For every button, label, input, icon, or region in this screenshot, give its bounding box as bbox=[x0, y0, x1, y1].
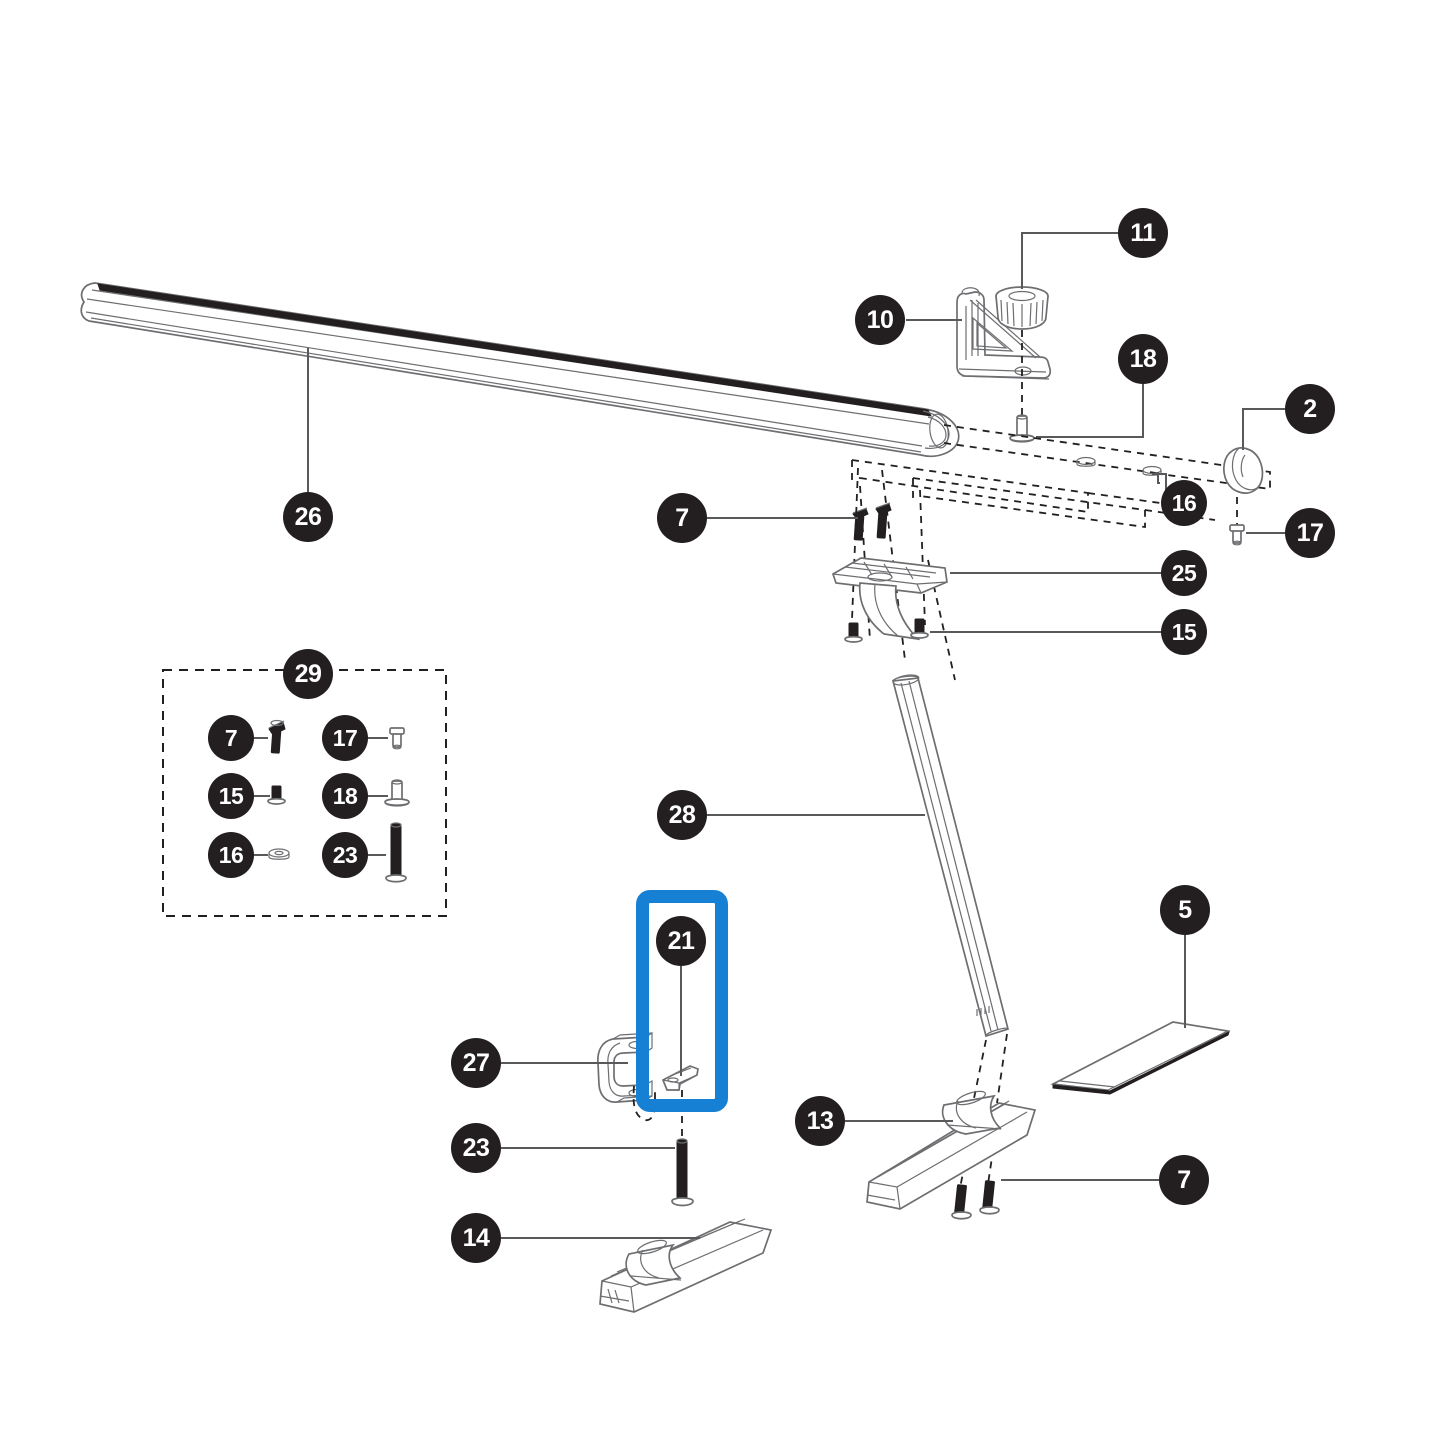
bolts-7-bottom-part bbox=[951, 1180, 1000, 1220]
callout-label: 18 bbox=[1129, 344, 1157, 373]
kit-stud-15-icon bbox=[267, 785, 286, 805]
knob-11-part bbox=[995, 286, 1049, 330]
callout-badge-7-c7k[interactable]: 7 bbox=[208, 715, 254, 761]
callout-badge-27-c27[interactable]: 27 bbox=[451, 1038, 501, 1088]
callout-label: 21 bbox=[667, 926, 695, 955]
callout-badge-29-c29[interactable]: 29 bbox=[283, 649, 333, 699]
base-rail-13-part bbox=[866, 1090, 1037, 1210]
kit-washer-16-icon bbox=[268, 848, 290, 860]
shim-strip-5-part bbox=[1050, 1021, 1231, 1095]
leader-16b bbox=[1152, 473, 1167, 490]
callout-badge-21-c21[interactable]: 21 bbox=[656, 916, 706, 966]
callout-label: 17 bbox=[1296, 518, 1324, 547]
callout-label: 15 bbox=[218, 782, 244, 809]
callout-label: 15 bbox=[1171, 618, 1197, 645]
callout-label: 28 bbox=[668, 800, 696, 829]
callout-label: 17 bbox=[332, 724, 358, 751]
callout-badge-16-c16k[interactable]: 16 bbox=[208, 832, 254, 878]
leader-18 bbox=[1036, 384, 1144, 438]
callout-badge-11-c11[interactable]: 11 bbox=[1118, 208, 1168, 258]
stud-15-a bbox=[844, 622, 863, 643]
callout-badge-18-c18[interactable]: 18 bbox=[1118, 334, 1168, 384]
callout-label: 7 bbox=[1177, 1165, 1191, 1194]
callout-badge-14-c14[interactable]: 14 bbox=[451, 1213, 501, 1263]
hardware-kit-box-29 bbox=[162, 669, 447, 917]
callout-label: 27 bbox=[462, 1048, 490, 1077]
callout-label: 14 bbox=[462, 1223, 490, 1252]
callout-badge-15-c15k[interactable]: 15 bbox=[208, 773, 254, 819]
axis-leg-base bbox=[959, 1033, 1008, 1189]
long-bolt-23-part bbox=[671, 1138, 694, 1207]
callout-label: 5 bbox=[1178, 895, 1192, 924]
stud-15-part bbox=[844, 618, 929, 643]
callout-label: 23 bbox=[462, 1133, 490, 1162]
flange-bolt-18-part bbox=[1009, 414, 1035, 443]
callout-label: 16 bbox=[218, 841, 244, 868]
callout-badge-17-c17k[interactable]: 17 bbox=[322, 715, 368, 761]
callout-badge-23-c23k[interactable]: 23 bbox=[322, 832, 368, 878]
end-cap-2-part bbox=[1222, 447, 1264, 494]
callout-badge-2-c2[interactable]: 2 bbox=[1285, 384, 1335, 434]
bolt-7-d bbox=[979, 1180, 1000, 1215]
top-mount-25-part bbox=[831, 557, 948, 641]
bolts-7-top-part bbox=[852, 502, 892, 541]
roller-tube-26-part bbox=[80, 282, 960, 458]
bolt-7-b bbox=[875, 502, 892, 539]
kit-screw-17-icon bbox=[389, 727, 405, 750]
callout-label: 7 bbox=[224, 724, 238, 751]
callout-badge-25-c25[interactable]: 25 bbox=[1161, 550, 1207, 596]
leader-2 bbox=[1242, 408, 1285, 450]
callout-label: 16 bbox=[1171, 489, 1197, 516]
bolt-7-c bbox=[951, 1184, 972, 1220]
callout-badge-26-c26[interactable]: 26 bbox=[283, 492, 333, 542]
callout-label: 7 bbox=[675, 503, 689, 532]
callout-badge-13-c13[interactable]: 13 bbox=[795, 1096, 845, 1146]
latch-21-part bbox=[661, 1065, 699, 1091]
callout-label: 23 bbox=[332, 841, 358, 868]
bracket-arm-10-part bbox=[956, 287, 1052, 380]
washer-16-a bbox=[1076, 456, 1096, 467]
kit-longbolt-23-icon bbox=[385, 822, 407, 883]
callout-badge-18-c18k[interactable]: 18 bbox=[322, 773, 368, 819]
callout-badge-17-c17[interactable]: 17 bbox=[1285, 508, 1335, 558]
callout-badge-7-c7a[interactable]: 7 bbox=[657, 493, 707, 543]
callout-label: 29 bbox=[294, 659, 322, 688]
kit-flange-18-icon bbox=[384, 779, 410, 807]
callout-label: 10 bbox=[866, 305, 894, 334]
callout-badge-5-c5[interactable]: 5 bbox=[1160, 885, 1210, 935]
leader-16 bbox=[1157, 472, 1160, 484]
highlighted-part-box[interactable] bbox=[636, 890, 728, 1112]
kit-bolt-7-icon bbox=[268, 719, 286, 754]
base-rail-14-part bbox=[599, 1218, 773, 1313]
assembly-construction-lines bbox=[851, 424, 1271, 529]
leader-11 bbox=[1021, 232, 1118, 289]
callout-label: 2 bbox=[1303, 394, 1317, 423]
kit-item-icons bbox=[252, 719, 410, 883]
callout-label: 26 bbox=[294, 502, 322, 531]
callout-badge-15-c15[interactable]: 15 bbox=[1161, 609, 1207, 655]
screw-17-part bbox=[1229, 524, 1245, 546]
callout-badge-23-c23[interactable]: 23 bbox=[451, 1123, 501, 1173]
callout-badge-10-c10[interactable]: 10 bbox=[855, 295, 905, 345]
callout-label: 18 bbox=[332, 782, 358, 809]
callout-badge-28-c28[interactable]: 28 bbox=[657, 790, 707, 840]
callout-badge-16-c16[interactable]: 16 bbox=[1161, 480, 1207, 526]
callout-badge-7-c7b[interactable]: 7 bbox=[1159, 1155, 1209, 1205]
callout-label: 11 bbox=[1130, 218, 1156, 247]
leg-tube-28-part bbox=[891, 674, 1010, 1038]
callout-label: 13 bbox=[806, 1106, 834, 1135]
callout-label: 25 bbox=[1171, 559, 1197, 586]
stud-15-b bbox=[910, 618, 929, 639]
